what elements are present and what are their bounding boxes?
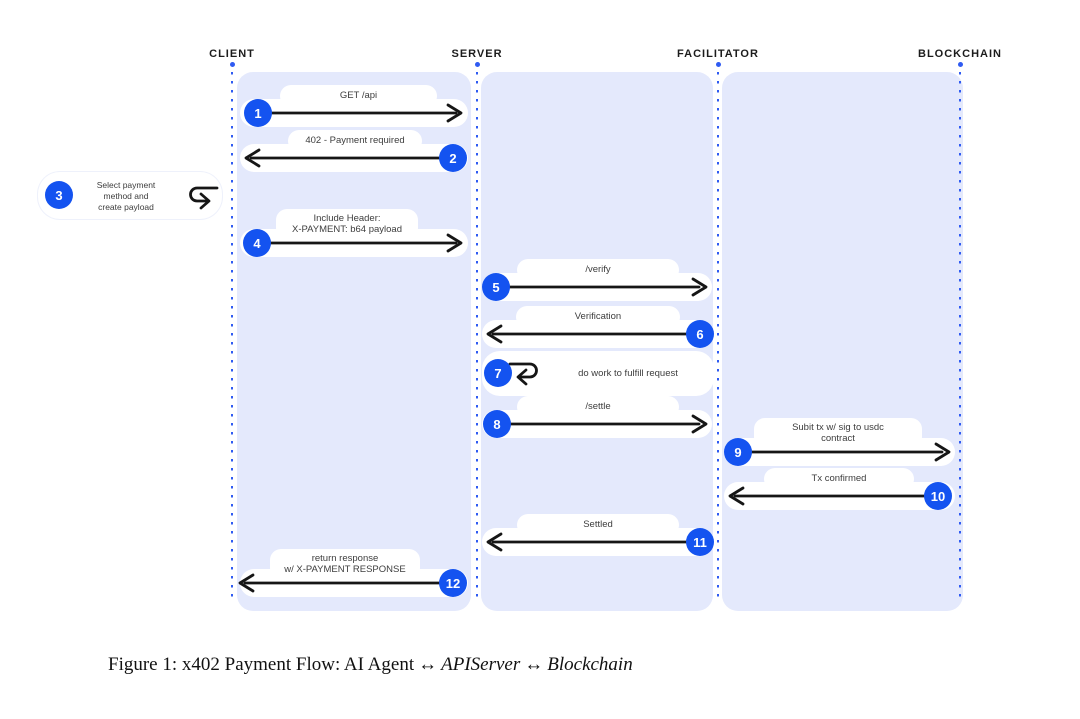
arrow-left-icon xyxy=(238,573,455,593)
step-badge: 3 xyxy=(45,181,73,209)
message-label-bubble xyxy=(517,514,679,536)
message-label-bubble xyxy=(517,259,679,281)
arrow-right-icon xyxy=(736,442,951,462)
message-label: Subit tx w/ sig to usdc contract xyxy=(792,421,884,445)
step-badge: 12 xyxy=(439,569,467,597)
step-badge: 10 xyxy=(924,482,952,510)
message-label: Select payment method and create payload xyxy=(96,179,156,212)
actor-label: BLOCKCHAIN xyxy=(918,48,1002,60)
lifeline-dotted-line xyxy=(230,72,234,600)
arrow-right-icon xyxy=(494,277,708,297)
lifeline-dot-icon xyxy=(957,62,963,67)
message-label: do work to fulfill request xyxy=(578,367,678,379)
message-label: 402 - Payment required xyxy=(305,135,405,147)
actor-label: FACILITATOR xyxy=(677,48,759,60)
lifeline-dot-icon xyxy=(715,62,721,67)
step-badge: 4 xyxy=(243,229,271,257)
step-badge: 11 xyxy=(686,528,714,556)
actor-label: SERVER xyxy=(451,48,503,60)
lifeline-dotted-line xyxy=(475,72,479,600)
message-label: Tx confirmed xyxy=(811,473,867,485)
message-label-bubble xyxy=(516,306,680,328)
message-label: GET /api xyxy=(339,90,378,102)
message-label: Include Header: X-PAYMENT: b64 payload xyxy=(291,212,402,236)
actor-label: CLIENT xyxy=(209,48,255,60)
message-label: return response w/ X-PAYMENT RESPONSE xyxy=(284,552,406,576)
message-label-bubble xyxy=(276,209,418,239)
arrow-left-icon xyxy=(244,148,455,168)
step-badge: 7 xyxy=(484,359,512,387)
step-badge: 6 xyxy=(686,320,714,348)
arrow-left-icon xyxy=(486,532,702,552)
message-label: Verification xyxy=(574,311,622,323)
step-badge: 2 xyxy=(439,144,467,172)
arrow-right-icon xyxy=(256,103,463,123)
message-label: /settle xyxy=(585,401,611,413)
lifeline-dotted-line xyxy=(716,72,720,600)
message-label: Settled xyxy=(583,519,613,531)
arrow-right-icon xyxy=(495,414,708,434)
lane-facilitator-blockchain xyxy=(722,72,963,611)
leftrightarrow-symbol: ↔ xyxy=(418,654,438,675)
lifeline-dot-icon xyxy=(474,62,480,67)
lifeline-dot-icon xyxy=(229,62,235,67)
message-label-bubble xyxy=(517,396,679,418)
step-badge: 9 xyxy=(724,438,752,466)
arrow-right-icon xyxy=(256,233,463,253)
message-label-bubble xyxy=(764,468,914,490)
self-loop-icon xyxy=(189,186,219,210)
step-badge: 8 xyxy=(483,410,511,438)
self-loop-icon xyxy=(508,362,538,386)
caption-text: Figure 1: x402 Payment Flow: AI Agent xyxy=(108,654,415,675)
caption-blockchain: Blockchain xyxy=(547,654,633,675)
message-label-bubble xyxy=(280,85,437,107)
message-label: /verify xyxy=(585,264,611,276)
step-badge: 5 xyxy=(482,273,510,301)
message-label-bubble xyxy=(270,549,420,579)
caption-api-server: APIServer xyxy=(441,654,521,675)
leftrightarrow-symbol: ↔ xyxy=(524,654,544,675)
step-badge: 1 xyxy=(244,99,272,127)
arrow-left-icon xyxy=(486,324,702,344)
lifeline-dotted-line xyxy=(958,72,962,600)
message-label-bubble xyxy=(288,130,422,152)
figure-caption: Figure 1: x402 Payment Flow: AI Agent↔AP… xyxy=(108,654,633,676)
message-label-bubble xyxy=(754,418,922,448)
arrow-left-icon xyxy=(728,486,940,506)
